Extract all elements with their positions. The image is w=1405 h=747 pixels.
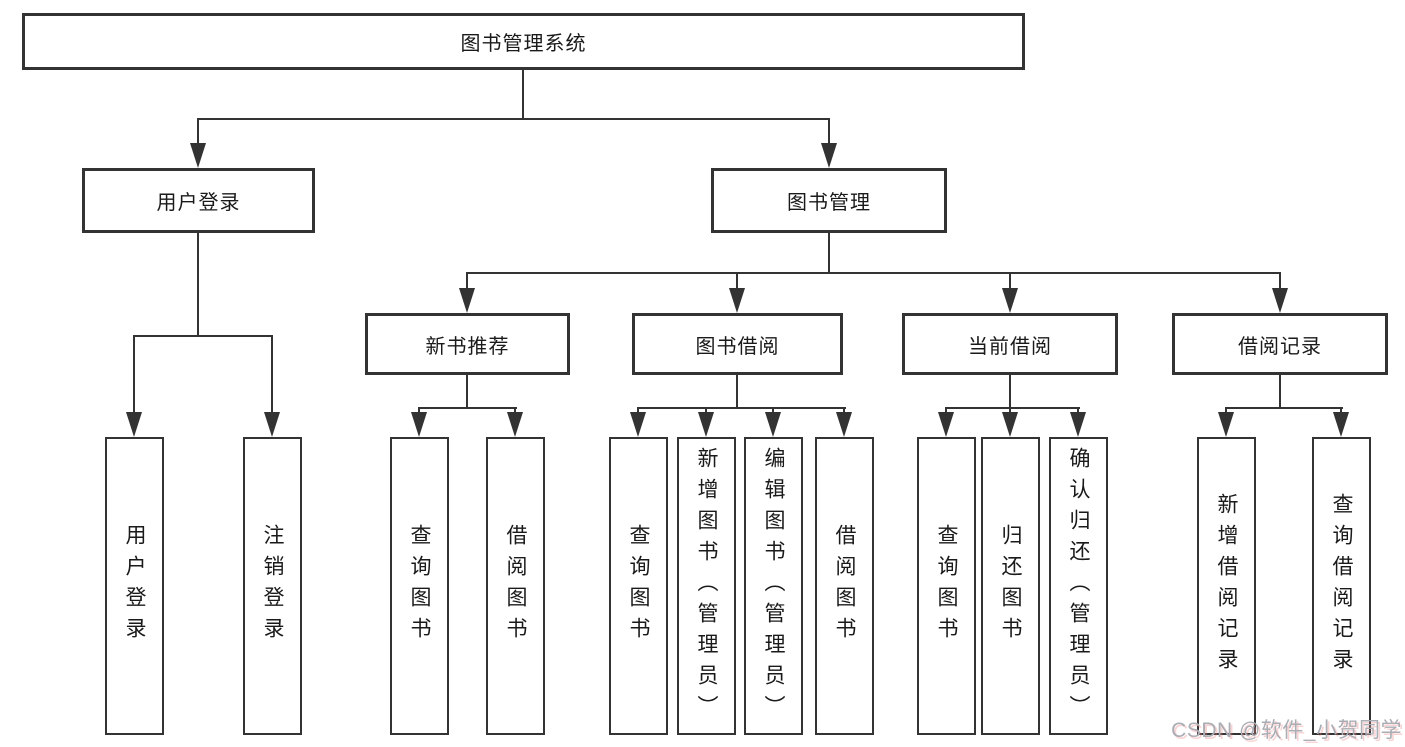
arrow-down-icon bbox=[836, 412, 852, 437]
connector-line bbox=[1225, 407, 1227, 415]
connector-line bbox=[522, 70, 524, 118]
leaf-label: 归还图书 bbox=[999, 524, 1023, 648]
connector-line bbox=[772, 407, 774, 415]
leaf-add-books-admin: 新增图书（管理员） bbox=[677, 437, 736, 735]
arrow-down-icon bbox=[459, 288, 475, 313]
arrow-down-icon bbox=[698, 412, 714, 437]
connector-line bbox=[637, 407, 639, 415]
leaf-label: 查询借阅记录 bbox=[1330, 493, 1354, 679]
connector-line bbox=[736, 375, 738, 407]
node-library-management-system: 图书管理系统 bbox=[22, 13, 1025, 70]
node-label: 用户登录 bbox=[156, 192, 241, 214]
leaf-add-borrow-record: 新增借阅记录 bbox=[1197, 437, 1256, 735]
connector-line bbox=[828, 233, 830, 272]
arrow-down-icon bbox=[190, 143, 206, 168]
node-book-management: 图书管理 bbox=[711, 168, 947, 233]
node-label: 图书管理 bbox=[787, 192, 871, 214]
leaf-query-books-2: 查询图书 bbox=[609, 437, 668, 735]
arrow-down-icon bbox=[264, 412, 280, 437]
connector-line bbox=[197, 118, 199, 145]
arrow-down-icon bbox=[938, 412, 954, 437]
connector-line bbox=[418, 407, 517, 409]
connector-line bbox=[133, 335, 273, 337]
connector-line bbox=[466, 272, 1281, 274]
watermark-text: CSDN @软件_小贺同学 bbox=[1171, 719, 1402, 742]
leaf-label: 新增借阅记录 bbox=[1215, 493, 1239, 679]
connector-line bbox=[1077, 407, 1079, 415]
node-label: 借阅记录 bbox=[1238, 335, 1322, 358]
connector-line bbox=[736, 272, 738, 289]
arrow-down-icon bbox=[411, 412, 427, 437]
leaf-label: 确认归还（管理员） bbox=[1067, 446, 1091, 726]
connector-line bbox=[1225, 407, 1343, 409]
node-user-login: 用户登录 bbox=[82, 168, 315, 233]
leaf-borrow-books: 借阅图书 bbox=[486, 437, 545, 735]
connector-line bbox=[1340, 407, 1342, 415]
leaf-label: 借阅图书 bbox=[833, 524, 857, 648]
leaf-logout: 注销登录 bbox=[243, 437, 302, 735]
arrow-down-icon bbox=[821, 143, 837, 168]
connector-line bbox=[418, 407, 420, 415]
connector-line bbox=[843, 407, 845, 415]
leaf-return-books: 归还图书 bbox=[981, 437, 1040, 735]
arrow-down-icon bbox=[1218, 412, 1234, 437]
node-book-borrowing: 图书借阅 bbox=[632, 313, 843, 375]
arrow-down-icon bbox=[729, 288, 745, 313]
leaf-user-login: 用户登录 bbox=[105, 437, 164, 735]
connector-line bbox=[1009, 407, 1011, 415]
node-label: 新书推荐 bbox=[425, 335, 510, 358]
leaf-label: 查询图书 bbox=[627, 524, 651, 648]
leaf-query-books: 查询图书 bbox=[390, 437, 449, 735]
leaf-edit-books-admin: 编辑图书（管理员） bbox=[744, 437, 803, 735]
connector-line bbox=[828, 118, 830, 145]
leaf-label: 查询图书 bbox=[935, 524, 959, 648]
arrow-down-icon bbox=[1333, 412, 1349, 437]
connector-line bbox=[945, 407, 947, 415]
leaf-query-books-3: 查询图书 bbox=[917, 437, 976, 735]
connector-line bbox=[1009, 375, 1011, 407]
arrow-down-icon bbox=[126, 412, 142, 437]
leaf-label: 编辑图书（管理员） bbox=[762, 446, 786, 726]
leaf-borrow-books-2: 借阅图书 bbox=[815, 437, 874, 735]
arrow-down-icon bbox=[507, 412, 523, 437]
connector-line bbox=[945, 407, 1080, 409]
connector-line bbox=[197, 233, 199, 335]
connector-line bbox=[197, 118, 830, 120]
connector-line bbox=[1279, 272, 1281, 289]
connector-line bbox=[133, 335, 135, 413]
node-label: 当前借阅 bbox=[968, 335, 1052, 358]
node-current-borrowing: 当前借阅 bbox=[902, 313, 1118, 375]
node-borrowing-records: 借阅记录 bbox=[1172, 313, 1388, 375]
connector-line bbox=[271, 335, 273, 413]
arrow-down-icon bbox=[1002, 412, 1018, 437]
connector-line bbox=[466, 272, 468, 289]
connector-line bbox=[1009, 272, 1011, 289]
node-new-book-recommendation: 新书推荐 bbox=[365, 313, 570, 375]
leaf-label: 注销登录 bbox=[261, 524, 285, 648]
arrow-down-icon bbox=[765, 412, 781, 437]
arrow-down-icon bbox=[1070, 412, 1086, 437]
connector-line bbox=[637, 407, 846, 409]
connector-line bbox=[705, 407, 707, 415]
leaf-query-borrow-record: 查询借阅记录 bbox=[1312, 437, 1371, 735]
leaf-label: 借阅图书 bbox=[504, 524, 528, 648]
connector-line bbox=[514, 407, 516, 415]
node-label: 图书借阅 bbox=[695, 335, 780, 358]
leaf-label: 查询图书 bbox=[408, 524, 432, 648]
connector-line bbox=[466, 375, 468, 407]
leaf-label: 新增图书（管理员） bbox=[695, 446, 719, 726]
leaf-label: 用户登录 bbox=[123, 524, 147, 648]
arrow-down-icon bbox=[630, 412, 646, 437]
node-label: 图书管理系统 bbox=[460, 33, 587, 55]
arrow-down-icon bbox=[1002, 288, 1018, 313]
leaf-confirm-return-admin: 确认归还（管理员） bbox=[1049, 437, 1108, 735]
arrow-down-icon bbox=[1272, 288, 1288, 313]
connector-line bbox=[1279, 375, 1281, 407]
